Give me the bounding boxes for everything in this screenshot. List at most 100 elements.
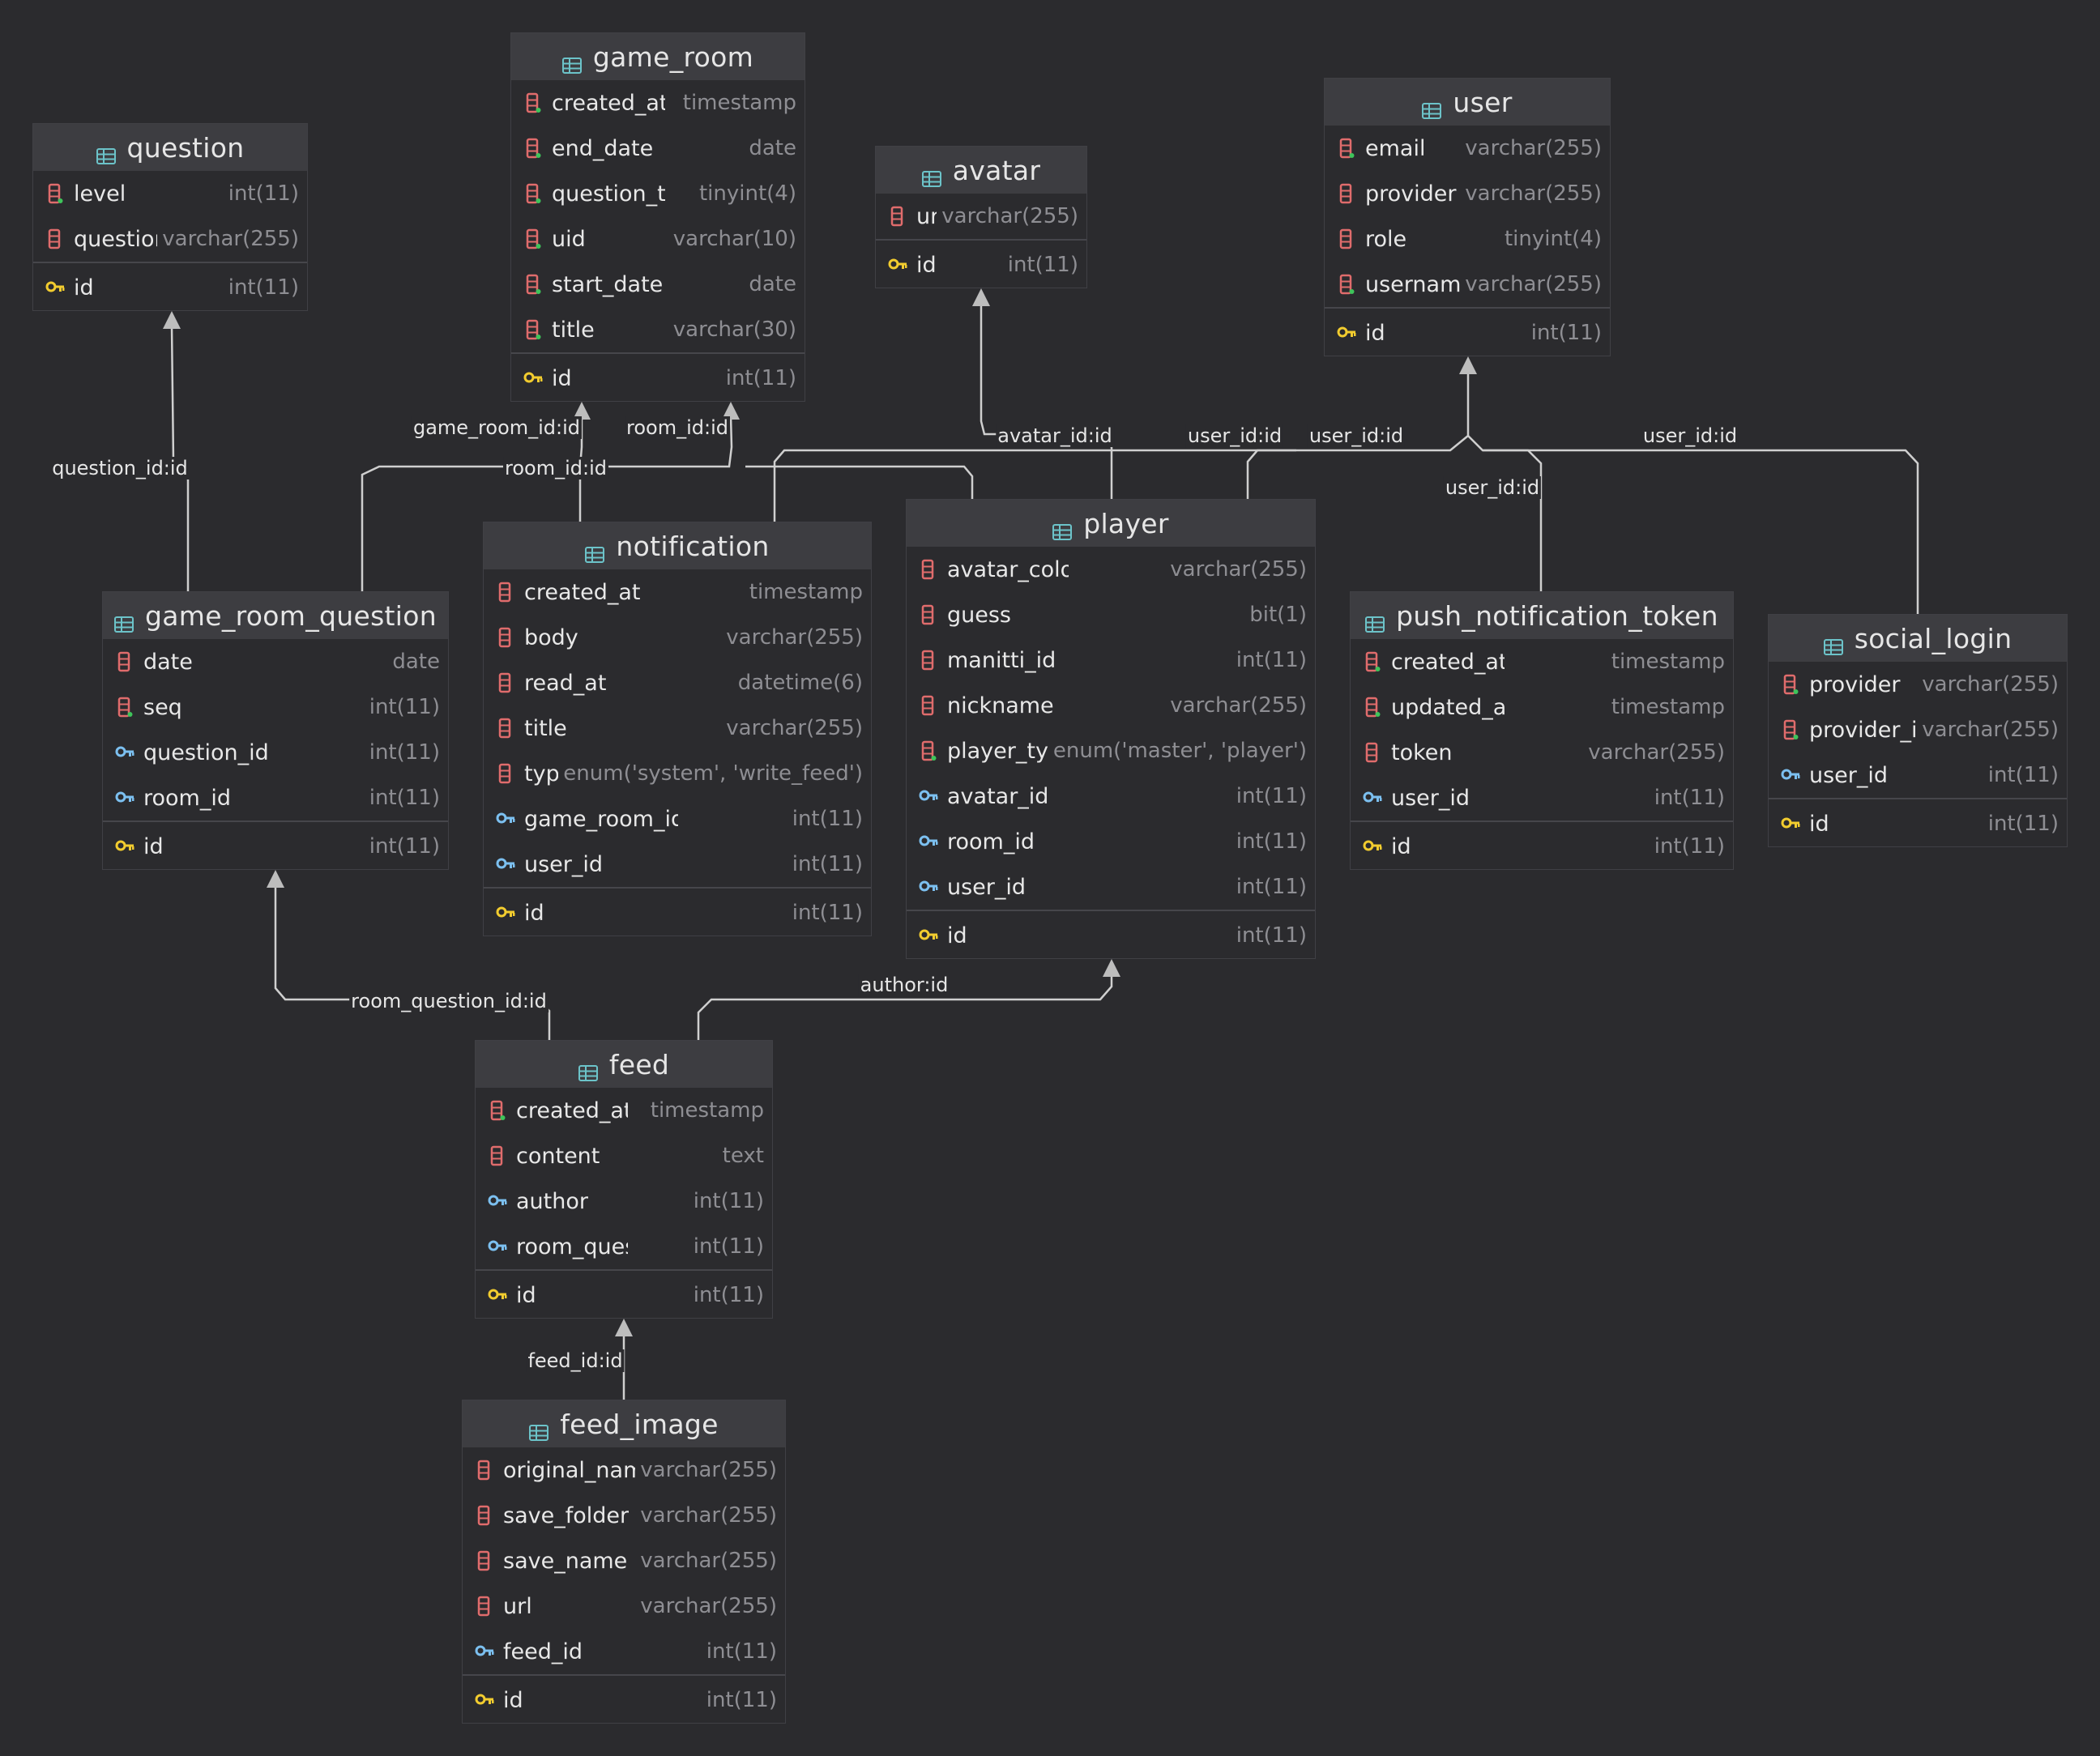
table-header[interactable]: push_notification_token xyxy=(1351,592,1733,639)
table-header[interactable]: notification xyxy=(484,522,871,569)
table-icon xyxy=(96,139,116,164)
edge-feed-to-player[interactable] xyxy=(697,975,1113,1040)
table-header[interactable]: feed_image xyxy=(463,1400,785,1447)
column-type: varchar(255) xyxy=(1170,557,1307,582)
column-row[interactable]: usernamevarchar(255) xyxy=(1325,262,1610,307)
column-type: varchar(255) xyxy=(1465,136,1602,160)
table-feed-image[interactable]: feed_imageoriginal_namevarchar(255)save_… xyxy=(462,1400,786,1724)
primary-key-divider xyxy=(463,1674,785,1677)
column-notnull-icon xyxy=(523,92,544,113)
foreign-key-icon xyxy=(1362,787,1383,808)
edge-push-notification-token-to-user[interactable] xyxy=(1467,435,1543,591)
column-notnull-icon xyxy=(1362,651,1383,672)
edge-notification-to-user[interactable] xyxy=(773,449,1296,522)
edge-player-to-user[interactable] xyxy=(1246,371,1470,499)
table-header[interactable]: question xyxy=(33,124,307,171)
column-row[interactable]: player_typeenum('master', 'player') xyxy=(907,728,1315,774)
column-row[interactable]: question_typetinyint(4) xyxy=(511,171,805,216)
column-name: avatar_id xyxy=(947,783,1049,809)
table-header[interactable]: game_room xyxy=(511,33,805,80)
table-player[interactable]: playeravatar_colorvarchar(255)guessbit(1… xyxy=(906,499,1316,959)
column-type: int(11) xyxy=(369,695,440,719)
edge-social-login-to-user[interactable] xyxy=(1483,449,1919,614)
column-icon xyxy=(918,650,939,671)
column-row[interactable]: questionvarchar(255) xyxy=(33,216,307,262)
table-header[interactable]: player xyxy=(907,500,1315,547)
table-header[interactable]: social_login xyxy=(1769,615,2067,662)
table-header[interactable]: feed xyxy=(476,1041,772,1088)
column-row[interactable]: avatar_colorvarchar(255) xyxy=(907,547,1315,592)
edge-player-to-avatar[interactable] xyxy=(980,303,1113,499)
column-type: int(11) xyxy=(1987,812,2059,836)
table-question[interactable]: questionlevelint(11)questionvarchar(255)… xyxy=(32,123,308,311)
column-row[interactable]: typeenum('system', 'write_feed') xyxy=(484,751,871,796)
table-header[interactable]: user xyxy=(1325,79,1610,126)
column-type: varchar(255) xyxy=(1922,672,2059,697)
table-header[interactable]: game_room_question xyxy=(103,592,448,639)
table-header[interactable]: avatar xyxy=(876,147,1086,194)
edge-player-to-game-room[interactable] xyxy=(745,465,974,499)
